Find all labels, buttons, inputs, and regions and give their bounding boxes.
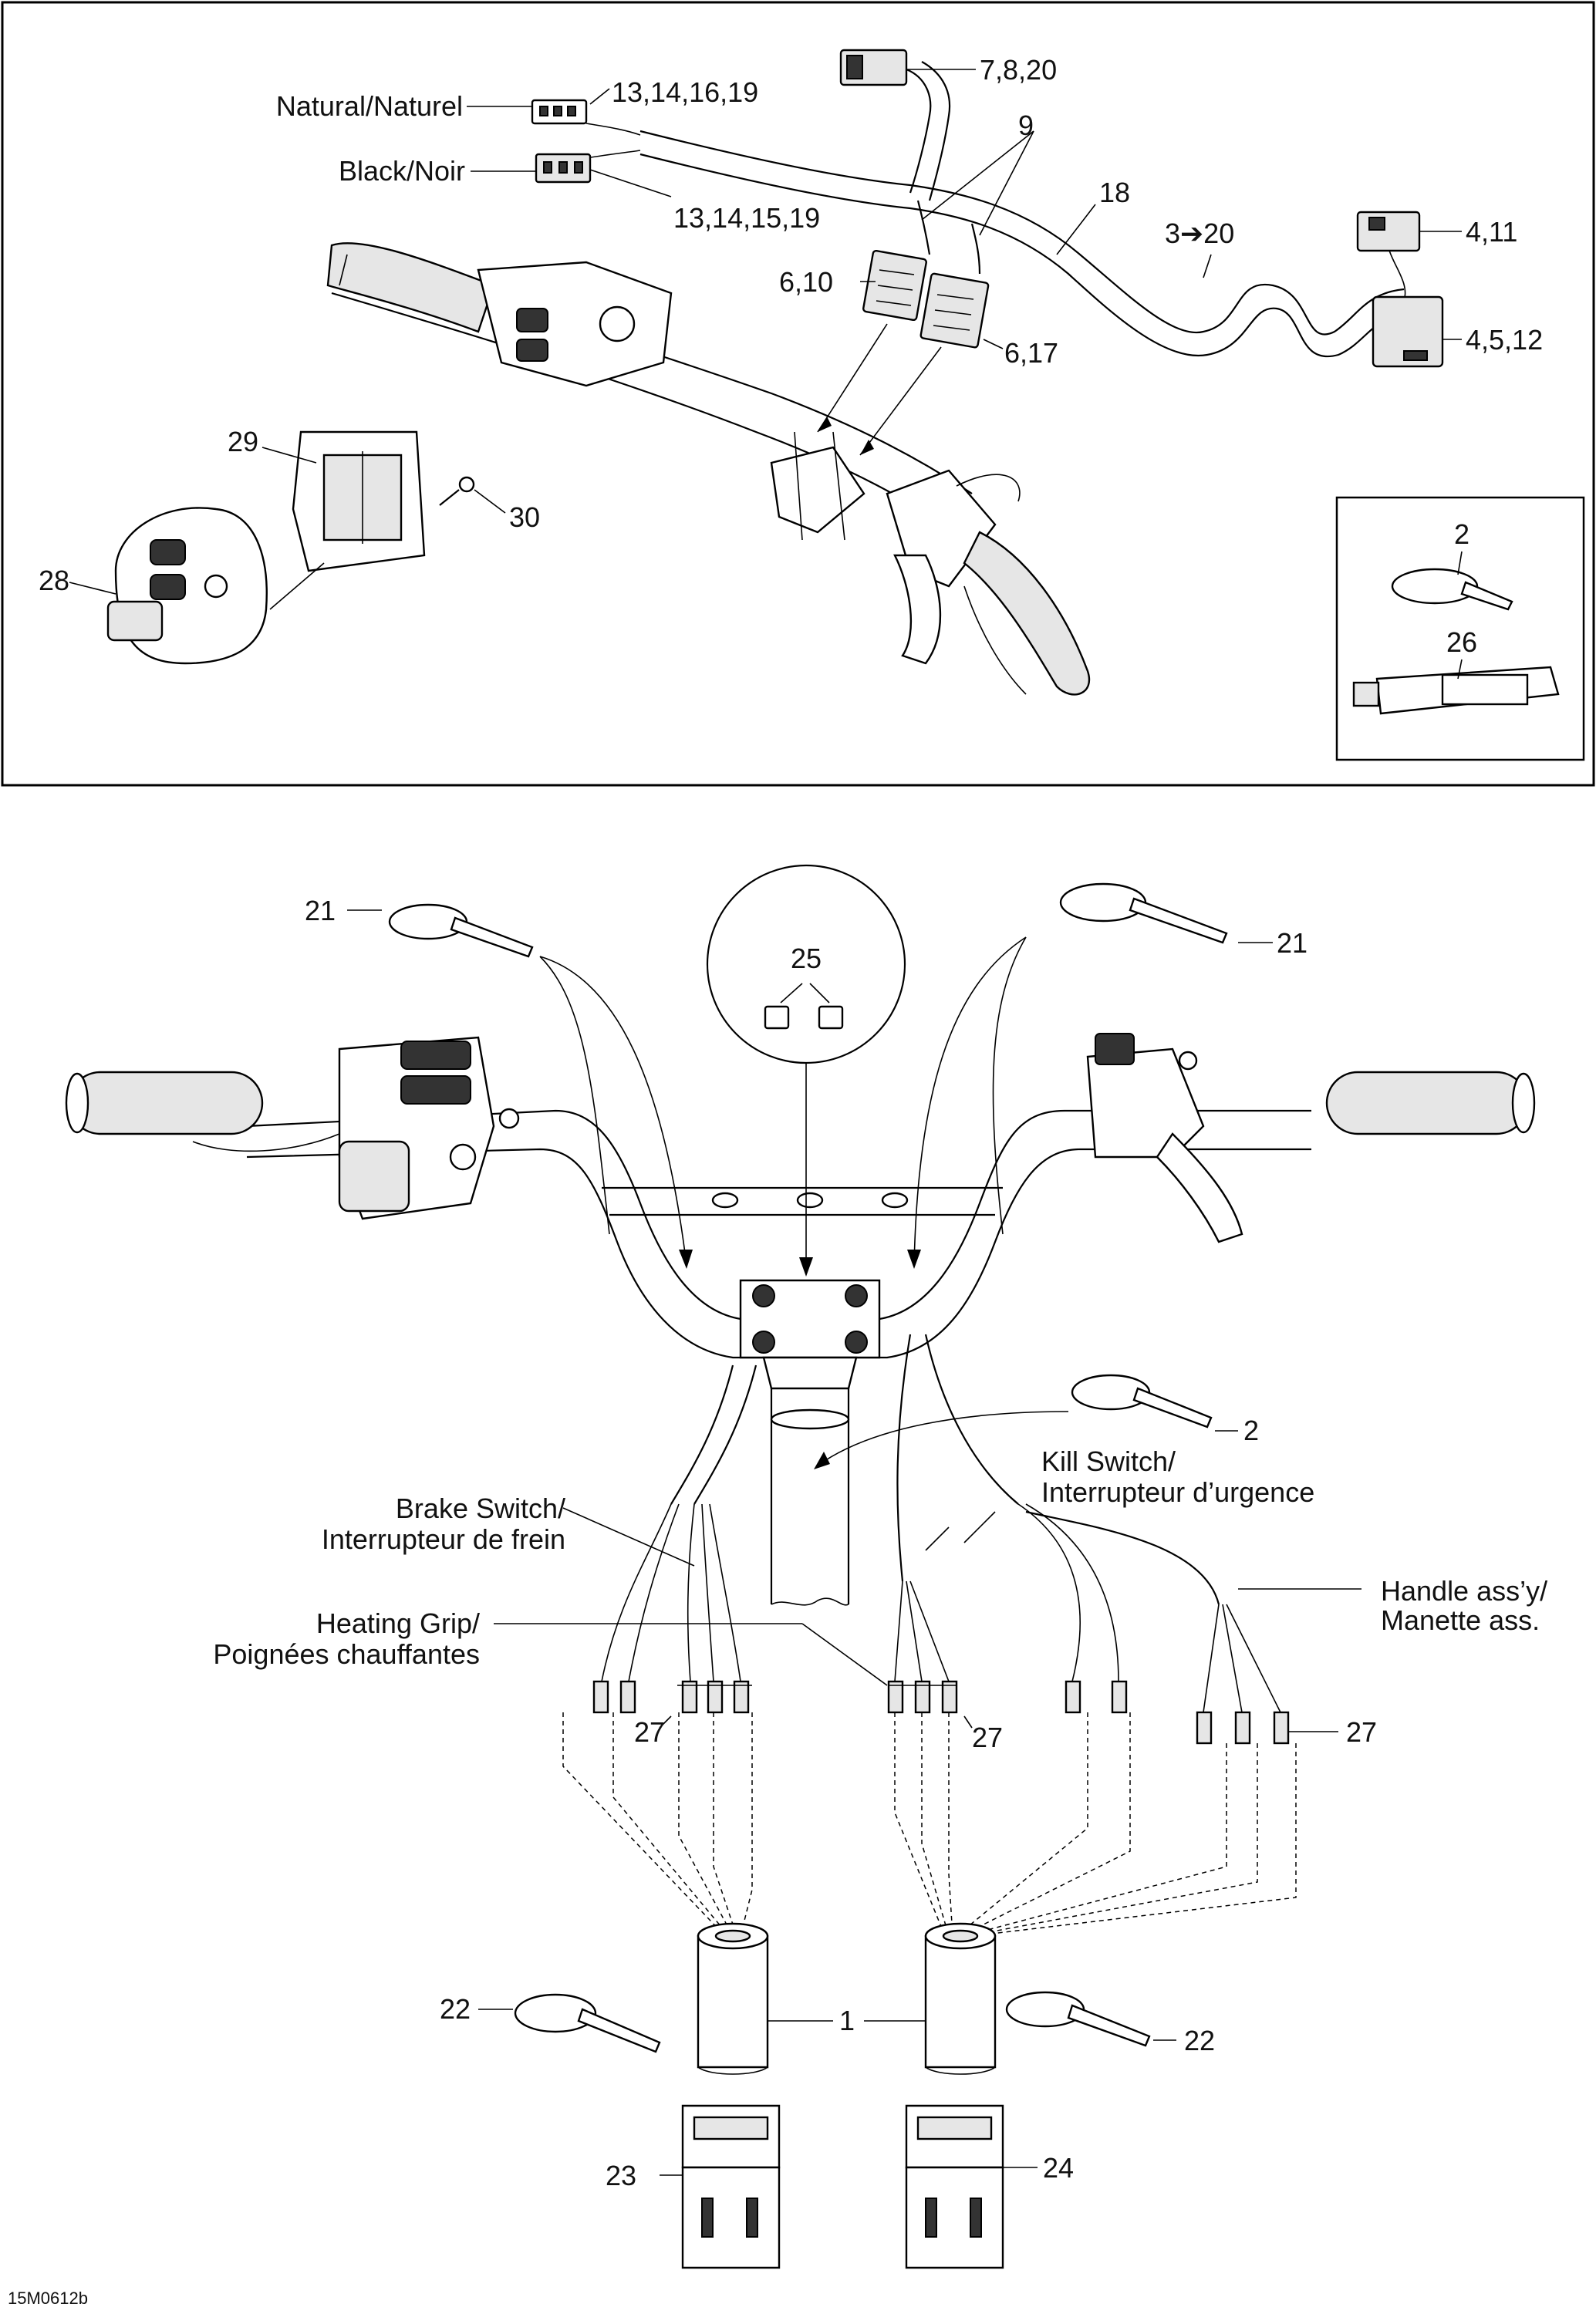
leader-lines <box>69 69 1463 2176</box>
connector-4-11 <box>1356 211 1421 252</box>
connector-6-17-leader <box>859 346 942 456</box>
callout-22-right: 22 <box>1184 2025 1215 2056</box>
sleeve-1-right <box>924 1922 997 2075</box>
sleeve-1-left <box>697 1922 769 2075</box>
label-natural: Natural/Naturel <box>276 90 463 122</box>
callout-3-20: 3➔20 <box>1165 218 1234 249</box>
label-black: Black/Noir <box>339 155 465 187</box>
callout-6-17: 6,17 <box>1004 337 1058 369</box>
callout-13-14-16-19: 13,14,16,19 <box>612 76 758 108</box>
grease-tube-26 <box>1352 666 1560 715</box>
callout-6-10: 6,10 <box>779 266 833 298</box>
callout-26: 26 <box>1446 626 1477 658</box>
callout-7-8-20: 7,8,20 <box>980 54 1057 86</box>
cable-tie-2-top <box>1391 568 1513 611</box>
callout-23: 23 <box>606 2160 636 2191</box>
label-heating-line1: Heating Grip/ <box>316 1607 480 1639</box>
clip-detail-25 <box>706 864 906 1277</box>
callout-2-bottom: 2 <box>1243 1415 1259 1446</box>
label-kill-line2: Interrupteur d’urgence <box>1041 1476 1314 1508</box>
callout-1: 1 <box>839 2005 855 2036</box>
callout-21-right: 21 <box>1277 927 1308 959</box>
cable-tie-22-right <box>1005 1991 1151 2047</box>
cable-tie-22-left <box>514 1993 661 2053</box>
figure-code: 15M0612b <box>8 2289 88 2308</box>
screw-30 <box>439 476 475 506</box>
callout-28: 28 <box>39 565 69 596</box>
switch-housing-28 <box>106 507 268 665</box>
top-panel-frame <box>1 1 1595 787</box>
connector-natural <box>531 99 588 125</box>
wire-bundles <box>592 1334 1290 1745</box>
callout-27-a: 27 <box>634 1716 665 1748</box>
callout-24: 24 <box>1043 2152 1074 2184</box>
tie-21-left-route <box>539 956 687 1266</box>
connector-24 <box>905 2104 1004 2269</box>
cable-tie-2-bottom <box>814 1374 1213 1469</box>
callout-22-left: 22 <box>440 1993 471 2025</box>
inset-box <box>1335 496 1585 761</box>
callout-13-14-15-19: 13,14,15,19 <box>673 202 820 234</box>
tie-21-left-route-b <box>539 956 610 1235</box>
connector-6-10-leader <box>817 323 888 433</box>
handlebar-top-view <box>326 242 1091 696</box>
callout-29: 29 <box>228 426 258 457</box>
cable-tie-21-right <box>1059 882 1228 944</box>
callout-27-b: 27 <box>972 1722 1003 1753</box>
connector-6-10 <box>862 249 927 322</box>
dashed-routing <box>562 1712 1297 1937</box>
label-brake-line2: Interrupteur de frein <box>322 1523 565 1555</box>
label-brake-line1: Brake Switch/ <box>396 1493 565 1524</box>
callout-25: 25 <box>791 943 822 974</box>
connector-6-17 <box>919 272 990 349</box>
connector-7-8-20 <box>839 49 908 86</box>
callout-21-left: 21 <box>305 895 336 926</box>
label-handle-line2: Manette ass. <box>1381 1604 1540 1636</box>
callout-9: 9 <box>1018 110 1034 141</box>
label-heating-line2: Poignées chauffantes <box>213 1638 480 1670</box>
cable-tie-21-left <box>388 903 534 958</box>
label-kill-line1: Kill Switch/ <box>1041 1445 1176 1477</box>
tie-21-right-route-b <box>992 936 1027 1235</box>
callout-27-c: 27 <box>1346 1716 1377 1748</box>
callout-18: 18 <box>1099 177 1130 208</box>
switch-cover-29 <box>269 430 426 610</box>
tie-21-right-route <box>913 936 1027 1266</box>
handlebar-front-view <box>65 1033 1536 1606</box>
connector-black <box>535 153 592 184</box>
main-harness-cable <box>585 61 1414 358</box>
connector-23 <box>681 2104 781 2269</box>
callout-4-5-12: 4,5,12 <box>1466 324 1543 356</box>
label-handle-line1: Handle ass’y/ <box>1381 1575 1547 1607</box>
callout-2-top: 2 <box>1454 518 1469 550</box>
callout-30: 30 <box>509 501 540 533</box>
callout-4-11: 4,11 <box>1466 216 1517 248</box>
module-4-5-12 <box>1372 295 1444 368</box>
